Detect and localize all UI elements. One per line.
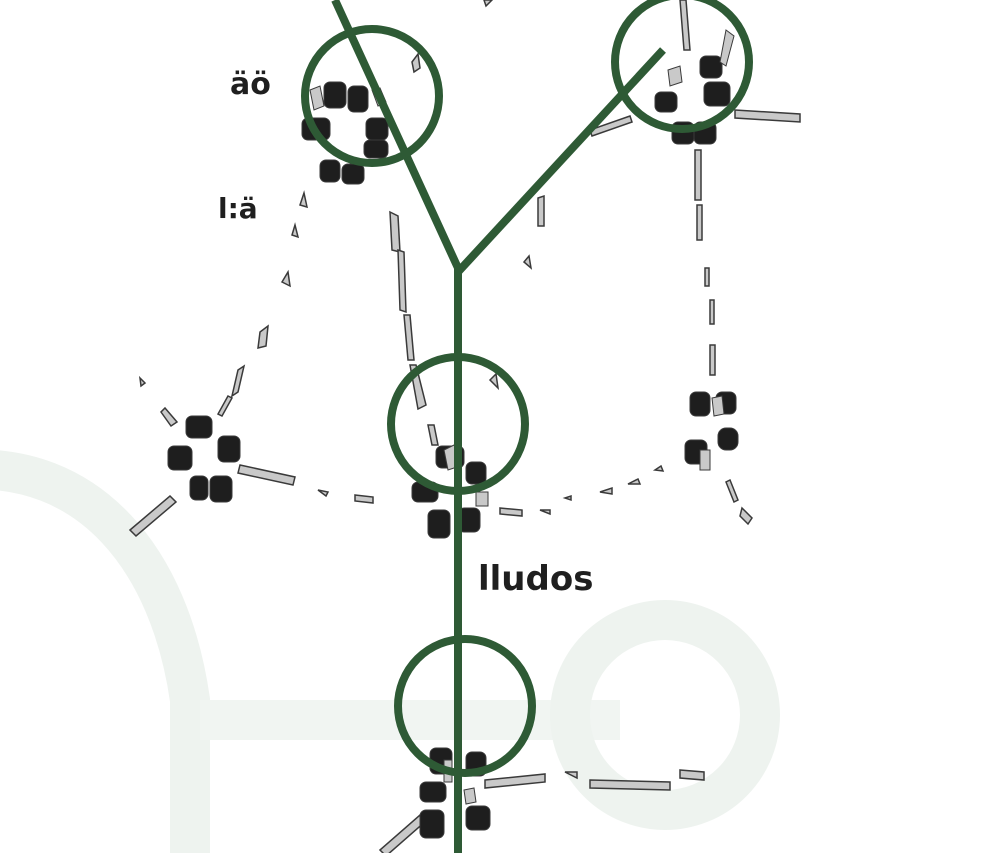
label-bottom-center: lludos — [478, 559, 593, 599]
tree-structure — [301, 0, 753, 853]
edge-fragments — [128, 0, 801, 853]
node-top-left — [301, 25, 443, 167]
node-middle — [387, 353, 529, 495]
node-top-right — [611, 0, 753, 133]
label-mid-left: l:ä — [218, 192, 258, 225]
background-watermark — [0, 450, 780, 853]
node-clusters — [167, 55, 739, 839]
branch-right — [455, 47, 666, 275]
label-top-left: äö — [230, 67, 271, 102]
node-bottom — [394, 635, 536, 777]
branch-left — [331, 0, 462, 270]
